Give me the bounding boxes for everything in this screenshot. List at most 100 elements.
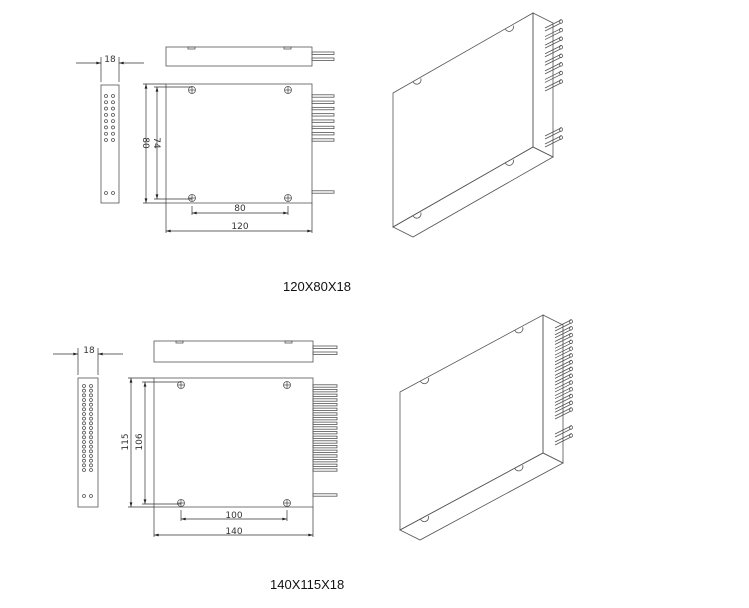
connector-hole (111, 131, 115, 136)
connector-hole (82, 468, 86, 472)
fiber-pigtail (312, 384, 338, 388)
iso-fiber (554, 400, 572, 410)
top-view-tab (283, 46, 292, 50)
fiber-pigtail (311, 138, 335, 142)
fiber-pigtail (311, 113, 335, 117)
connector-hole (82, 463, 86, 468)
front-view-body (153, 377, 314, 508)
iso-screw-tab (412, 78, 422, 85)
iso-front-face (399, 314, 544, 531)
iso-fiber (554, 333, 572, 342)
iso-fiber-end (559, 70, 563, 76)
iso-fiber-end (559, 53, 563, 58)
connector-hole (82, 449, 86, 454)
connector-hole (111, 191, 115, 195)
top-view-fiber (312, 345, 338, 349)
iso-fiber (544, 82, 562, 92)
connector-hole (89, 430, 93, 435)
iso-screw-tab (412, 212, 422, 219)
iso-screw-tab (514, 464, 524, 472)
iso-fiber (544, 127, 562, 137)
iso-fiber (554, 336, 572, 345)
iso-fiber (544, 53, 562, 63)
model-1-drawing (76, 12, 563, 238)
iso-fiber-end (569, 366, 573, 372)
connector-hole (82, 421, 86, 426)
iso-fiber-end (559, 27, 563, 33)
iso-fiber (544, 39, 562, 49)
iso-fiber-end (569, 433, 573, 438)
fiber-pigtail (312, 431, 338, 435)
top-view-tab (175, 340, 184, 344)
fiber-pigtail (312, 449, 338, 453)
fiber-pigtail (312, 412, 338, 416)
fiber-pigtail (312, 468, 338, 472)
iso-fiber-end (569, 400, 573, 405)
iso-fiber (554, 425, 572, 435)
iso-fiber-end (569, 425, 573, 430)
top-view-fiber (311, 57, 335, 61)
iso-fiber (554, 360, 572, 369)
connector-hole (89, 463, 93, 468)
iso-screw-tab (514, 326, 524, 334)
iso-fiber (554, 322, 572, 332)
connector-hole (89, 402, 93, 407)
model-2-drawing (53, 314, 573, 541)
iso-bottom-face (399, 452, 564, 541)
dim-thickness-2: 18 (83, 346, 95, 356)
connector-hole (89, 426, 93, 430)
iso-fiber-end (569, 386, 573, 392)
iso-fiber-end (569, 380, 573, 385)
fiber-pigtail (311, 100, 335, 104)
fiber-pigtail (311, 94, 335, 98)
connector-hole (82, 458, 86, 463)
iso-fiber (554, 376, 572, 386)
iso-fiber (554, 370, 572, 379)
top-view-body (165, 46, 313, 67)
connector-hole (89, 398, 93, 402)
iso-fiber-end (569, 346, 573, 351)
fiber-pigtail (311, 132, 335, 136)
connector-hole (111, 119, 115, 124)
fiber-pigtail (312, 403, 338, 407)
connector-hole (111, 100, 115, 105)
connector-hole (104, 191, 108, 195)
iso-fiber (554, 363, 572, 372)
side-view-body (77, 377, 99, 508)
iso-fiber-end (559, 135, 563, 140)
iso-fiber-end (569, 353, 573, 358)
connector-hole (104, 119, 108, 124)
iso-fiber (544, 19, 562, 29)
dim-height-2: 115 (121, 433, 131, 450)
connector-hole (89, 468, 93, 472)
connector-hole (104, 106, 108, 111)
fiber-pigtail (312, 393, 338, 397)
iso-fiber (544, 130, 562, 140)
iso-fiber (554, 353, 572, 363)
connector-hole (104, 94, 108, 98)
iso-fiber-end (569, 332, 573, 338)
connector-hole (82, 393, 86, 398)
side-view-body (100, 84, 120, 204)
iso-fiber-end (569, 407, 573, 412)
dim-hole-width-2: 100 (225, 511, 242, 521)
iso-fiber (544, 79, 562, 89)
iso-fiber (554, 380, 572, 390)
connector-hole (104, 125, 108, 130)
dim-hole-height-2: 106 (135, 433, 145, 450)
connector-hole (89, 444, 93, 449)
dim-thickness-1: 18 (104, 55, 116, 65)
iso-fiber (554, 397, 572, 406)
iso-fiber (554, 410, 572, 420)
iso-fiber (554, 387, 572, 397)
connector-hole (82, 440, 86, 444)
connector-hole (104, 138, 108, 142)
top-view-body (153, 340, 314, 363)
iso-screw-tab (504, 159, 514, 166)
connector-hole (82, 430, 86, 435)
connector-hole (89, 458, 93, 463)
iso-fiber (554, 349, 572, 359)
connector-hole (82, 494, 86, 498)
top-view-fiber (312, 351, 338, 355)
iso-fiber (554, 339, 572, 349)
